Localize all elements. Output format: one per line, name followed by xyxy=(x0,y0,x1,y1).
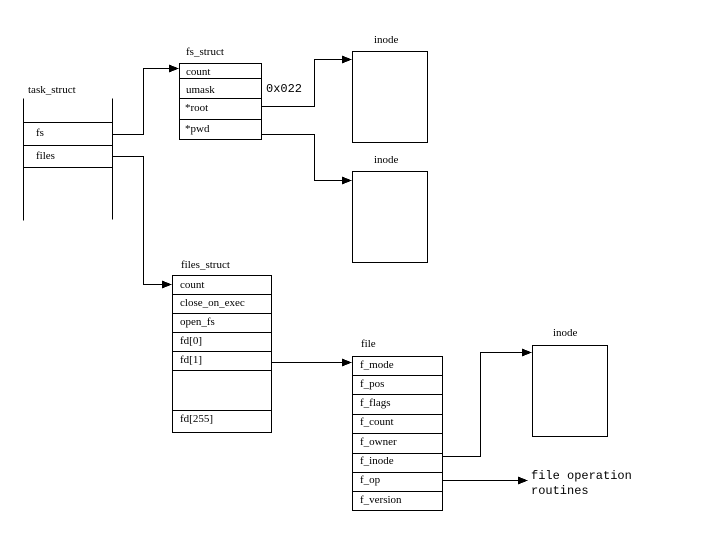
connector-fs-to-fs-struct xyxy=(112,64,179,135)
field-umask: umask xyxy=(186,84,215,96)
umask-value-label: 0x022 xyxy=(266,82,303,96)
field-f-count: f_count xyxy=(360,416,394,428)
field-fs-count: count xyxy=(186,66,211,78)
field-f-inode: f_inode xyxy=(360,455,394,467)
fs-struct-box xyxy=(179,63,262,140)
field-root-ptr: *root xyxy=(185,102,209,114)
field-f-version: f_version xyxy=(360,494,402,506)
fs-struct-title: fs_struct xyxy=(186,46,224,58)
files-struct-box xyxy=(172,275,272,433)
field-files: files xyxy=(36,150,55,162)
inode-middle-box xyxy=(352,171,428,263)
field-f-op: f_op xyxy=(360,474,381,486)
task-struct-outline xyxy=(23,98,113,221)
file-struct-box xyxy=(352,356,443,511)
field-fd1: fd[1] xyxy=(180,354,202,366)
inode-bottom-box xyxy=(532,345,608,437)
field-f-owner: f_owner xyxy=(360,436,397,448)
field-fd255: fd[255] xyxy=(180,413,213,425)
connector-root-to-inode-top xyxy=(261,55,352,107)
connector-f-inode-to-inode-bottom xyxy=(442,348,532,457)
inode-top-box xyxy=(352,51,428,143)
inode-bottom-title: inode xyxy=(553,327,578,339)
field-close-on-exec: close_on_exec xyxy=(180,297,245,309)
connector-files-to-files-struct xyxy=(112,156,172,289)
task-struct-title: task_struct xyxy=(28,84,76,96)
inode-top-title: inode xyxy=(374,34,399,46)
file-struct-title: file xyxy=(361,338,376,350)
connector-pwd-to-inode-middle xyxy=(261,134,352,185)
field-f-flags: f_flags xyxy=(360,397,391,409)
field-f-mode: f_mode xyxy=(360,359,394,371)
files-struct-title: files_struct xyxy=(181,259,230,271)
field-fd0: fd[0] xyxy=(180,335,202,347)
field-fs: fs xyxy=(36,127,44,139)
field-f-pos: f_pos xyxy=(360,378,385,390)
field-pwd-ptr: *pwd xyxy=(185,123,210,135)
file-operation-routines-note: file operation routines xyxy=(531,469,632,498)
field-files-count: count xyxy=(180,279,205,291)
field-open-fs: open_fs xyxy=(180,316,215,328)
inode-middle-title: inode xyxy=(374,154,399,166)
